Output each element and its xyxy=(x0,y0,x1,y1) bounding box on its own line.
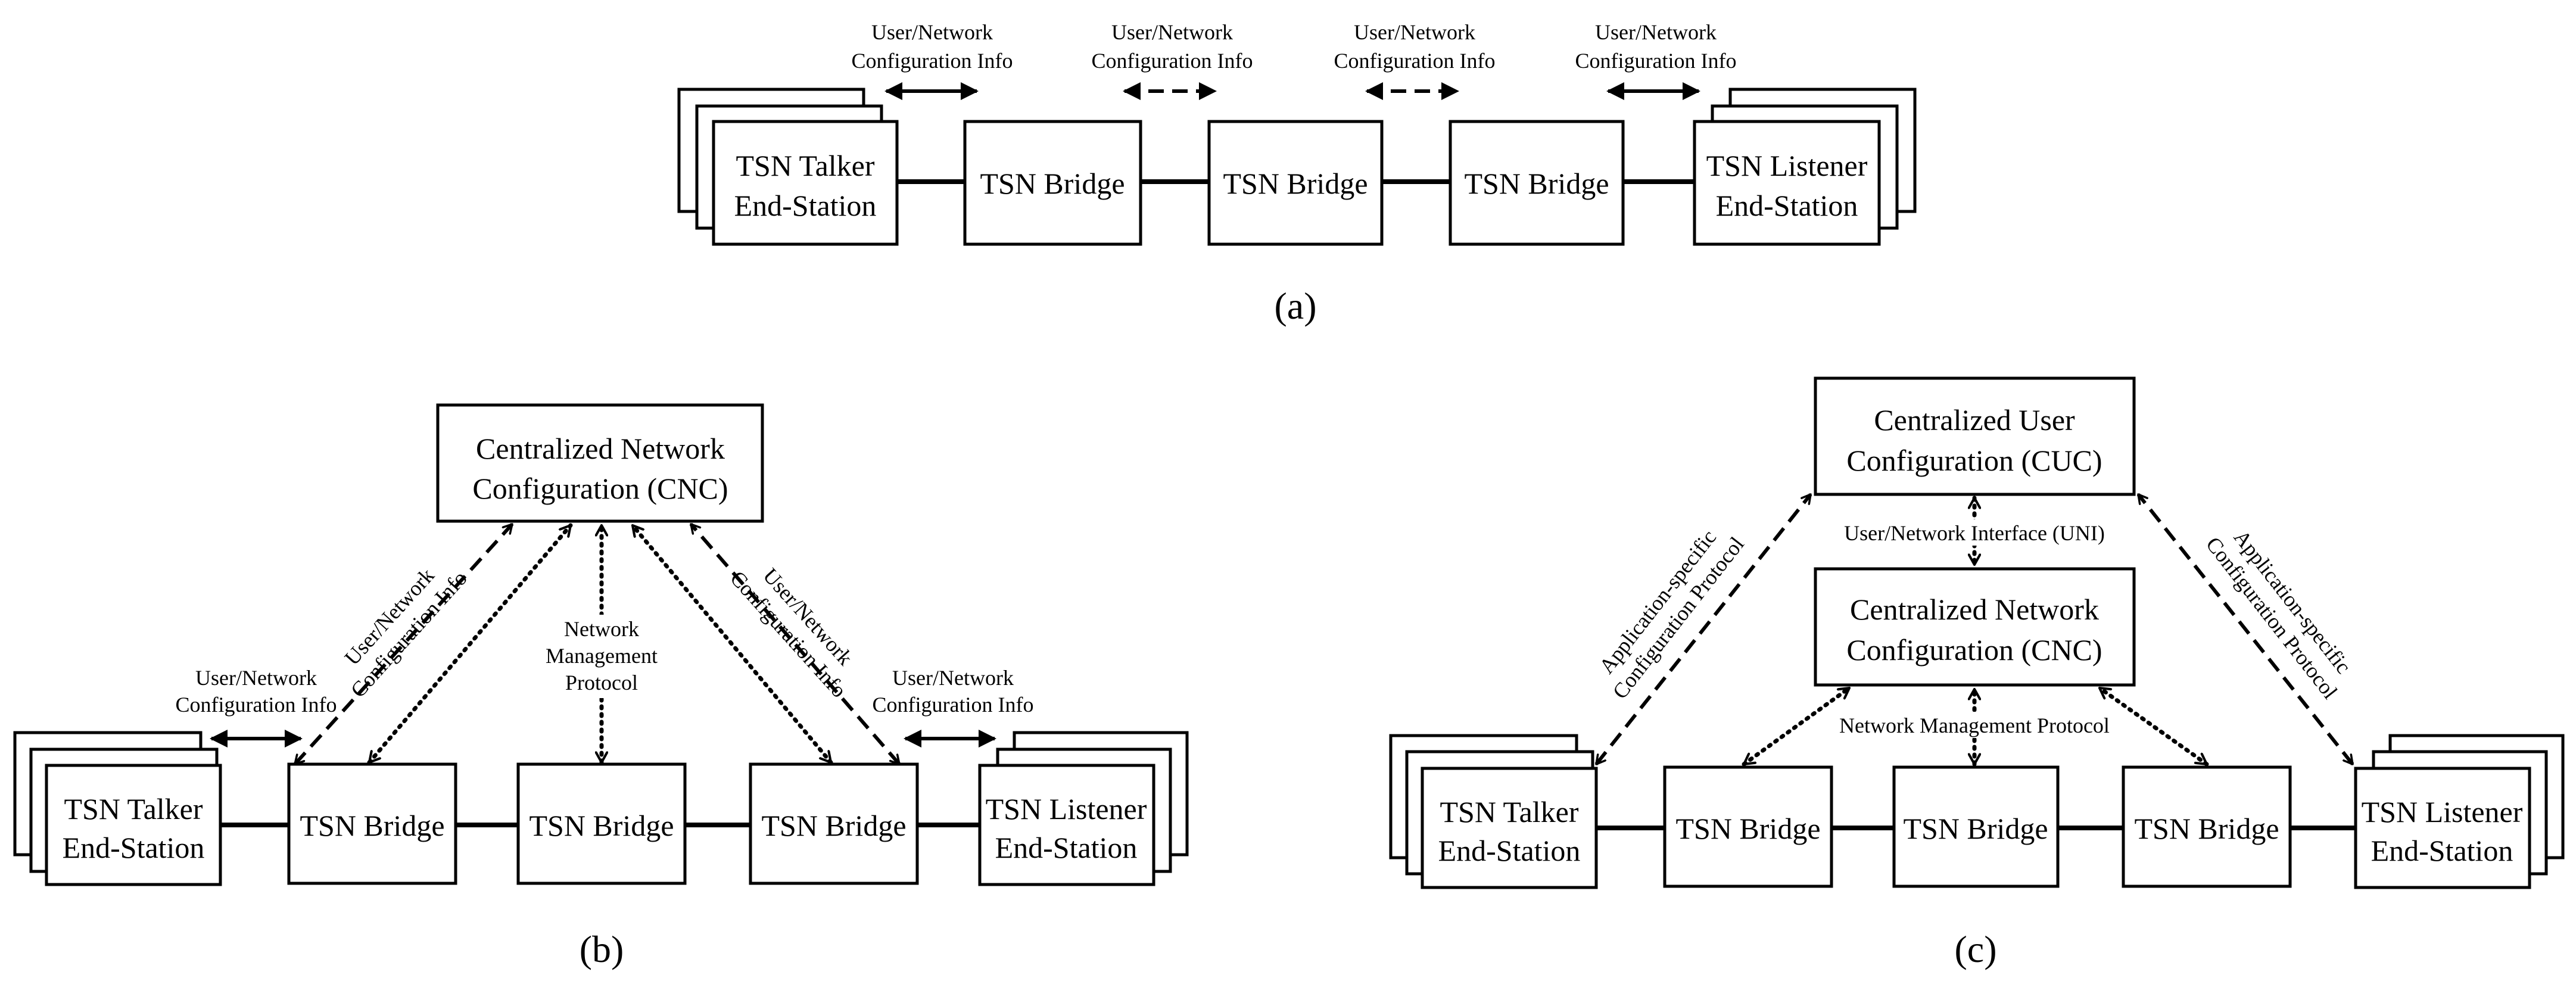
nmp-label-c: Network Management Protocol xyxy=(1839,714,2110,737)
mgmt-arrow-c-1 xyxy=(1742,686,1852,767)
cuc-c-line2: Configuration (CUC) xyxy=(1846,444,2102,477)
cnc-c-line2: Configuration (CNC) xyxy=(1846,633,2102,667)
info-label-b-left: User/Network Configuration Info xyxy=(176,666,337,717)
talker-b-line1: TSN Talker xyxy=(64,792,203,826)
talker-a: TSN Talker End-Station xyxy=(677,88,899,246)
cnc-b-line2: Configuration (CNC) xyxy=(472,472,728,505)
talker-a-line2: End-Station xyxy=(734,189,877,222)
talker-a-line1: TSN Talker xyxy=(736,149,874,182)
svg-text:User/Network: User/Network xyxy=(1111,20,1233,44)
info-label-a-3: User/Network Configuration Info xyxy=(1334,20,1496,73)
talker-c-line2: End-Station xyxy=(1438,834,1581,867)
panel-c: Centralized User Configuration (CUC) Cen… xyxy=(1389,376,2565,970)
svg-text:Configuration Info: Configuration Info xyxy=(1575,49,1737,73)
nmp-label-b: Network Management Protocol xyxy=(546,617,658,695)
listener-b: TSN Listener End-Station xyxy=(978,731,1189,886)
listener-a-line2: End-Station xyxy=(1716,189,1858,222)
bridge-b-2-label: TSN Bridge xyxy=(529,809,674,842)
bridge-a-2: TSN Bridge xyxy=(1207,120,1384,246)
config-label-b-right: User/Network Configuration Info xyxy=(725,563,857,702)
bridge-b-2: TSN Bridge xyxy=(516,762,687,885)
listener-b-line2: End-Station xyxy=(995,831,1138,864)
talker-c: TSN Talker End-Station xyxy=(1389,734,1598,889)
bridge-c-2: TSN Bridge xyxy=(1892,765,2060,888)
app-arrow-c-left xyxy=(1594,493,1812,765)
cuc-c: Centralized User Configuration (CUC) xyxy=(1814,376,2136,496)
uni-label-c-bg xyxy=(1837,519,2111,546)
svg-text:User/Network: User/Network xyxy=(1354,20,1475,44)
listener-a-line1: TSN Listener xyxy=(1706,149,1868,182)
listener-c-line2: End-Station xyxy=(2371,834,2513,867)
svg-text:Configuration Info: Configuration Info xyxy=(176,693,337,717)
mgmt-arrow-b-3 xyxy=(630,523,833,765)
svg-text:Network: Network xyxy=(564,617,639,641)
cnc-c: Centralized Network Configuration (CNC) xyxy=(1814,567,2136,687)
bridge-a-1: TSN Bridge xyxy=(963,120,1142,246)
app-arrow-c-right xyxy=(2136,493,2354,765)
bridge-b-1: TSN Bridge xyxy=(287,762,457,885)
svg-text:User/Network: User/Network xyxy=(892,666,1014,690)
caption-b: (b) xyxy=(580,928,624,970)
bridge-c-3-label: TSN Bridge xyxy=(2134,812,2279,845)
bridge-a-3-label: TSN Bridge xyxy=(1464,167,1609,200)
app-label-c-left: Application-specific Configuration Proto… xyxy=(1594,525,1749,703)
bridge-a-3: TSN Bridge xyxy=(1449,120,1625,246)
info-label-a-1: User/Network Configuration Info xyxy=(852,20,1013,73)
svg-text:User/Network: User/Network xyxy=(871,20,993,44)
svg-text:Configuration Info: Configuration Info xyxy=(1334,49,1496,73)
listener-c: TSN Listener End-Station xyxy=(2354,734,2565,889)
caption-c: (c) xyxy=(1954,928,1996,970)
talker-c-line1: TSN Talker xyxy=(1440,795,1578,829)
panel-b: Centralized Network Configuration (CNC) … xyxy=(13,403,1189,970)
svg-text:Configuration Info: Configuration Info xyxy=(873,693,1034,717)
cnc-c-line1: Centralized Network xyxy=(1850,593,2099,626)
listener-b-line1: TSN Listener xyxy=(986,792,1147,826)
listener-a: TSN Listener End-Station xyxy=(1693,88,1917,246)
bridge-a-1-label: TSN Bridge xyxy=(980,167,1125,200)
listener-c-line1: TSN Listener xyxy=(2362,795,2523,829)
info-label-a-4: User/Network Configuration Info xyxy=(1575,20,1737,73)
cnc-b-line1: Centralized Network xyxy=(476,432,725,465)
app-label-c-right: Application-specific Configuration Proto… xyxy=(2201,525,2356,703)
bridge-a-2-label: TSN Bridge xyxy=(1223,167,1368,200)
svg-text:Protocol: Protocol xyxy=(565,671,638,695)
talker-b-line2: End-Station xyxy=(63,831,205,864)
mgmt-arrow-b-1 xyxy=(367,523,573,765)
svg-text:User/Network: User/Network xyxy=(195,666,317,690)
nmp-label-c-bg xyxy=(1837,712,2111,738)
nmp-label-b-bg xyxy=(547,615,656,698)
caption-a: (a) xyxy=(1274,285,1316,327)
config-label-b-left: User/Network Configuration Info xyxy=(340,563,472,702)
uni-label-c: User/Network Interface (UNI) xyxy=(1844,521,2105,545)
bridge-c-1: TSN Bridge xyxy=(1663,765,1833,888)
bridge-b-1-label: TSN Bridge xyxy=(300,809,444,842)
svg-text:Configuration Info: Configuration Info xyxy=(852,49,1013,73)
svg-text:Management: Management xyxy=(546,644,658,668)
bridge-c-2-label: TSN Bridge xyxy=(1903,812,2048,845)
cnc-b: Centralized Network Configuration (CNC) xyxy=(436,403,764,523)
bridge-c-1-label: TSN Bridge xyxy=(1675,812,1820,845)
mgmt-arrow-c-3 xyxy=(2097,686,2209,767)
cuc-c-line1: Centralized User xyxy=(1874,403,2075,437)
svg-text:User/Network: User/Network xyxy=(1595,20,1717,44)
info-label-a-2: User/Network Configuration Info xyxy=(1092,20,1253,73)
bridge-c-3: TSN Bridge xyxy=(2122,765,2292,888)
info-label-b-right: User/Network Configuration Info xyxy=(873,666,1034,717)
panel-a: TSN Talker End-Station TSN Bridge TSN Br… xyxy=(677,20,1917,327)
talker-b: TSN Talker End-Station xyxy=(13,731,222,886)
svg-text:Configuration Info: Configuration Info xyxy=(1092,49,1253,73)
bridge-b-3-label: TSN Bridge xyxy=(761,809,906,842)
bridge-b-3: TSN Bridge xyxy=(749,762,919,885)
